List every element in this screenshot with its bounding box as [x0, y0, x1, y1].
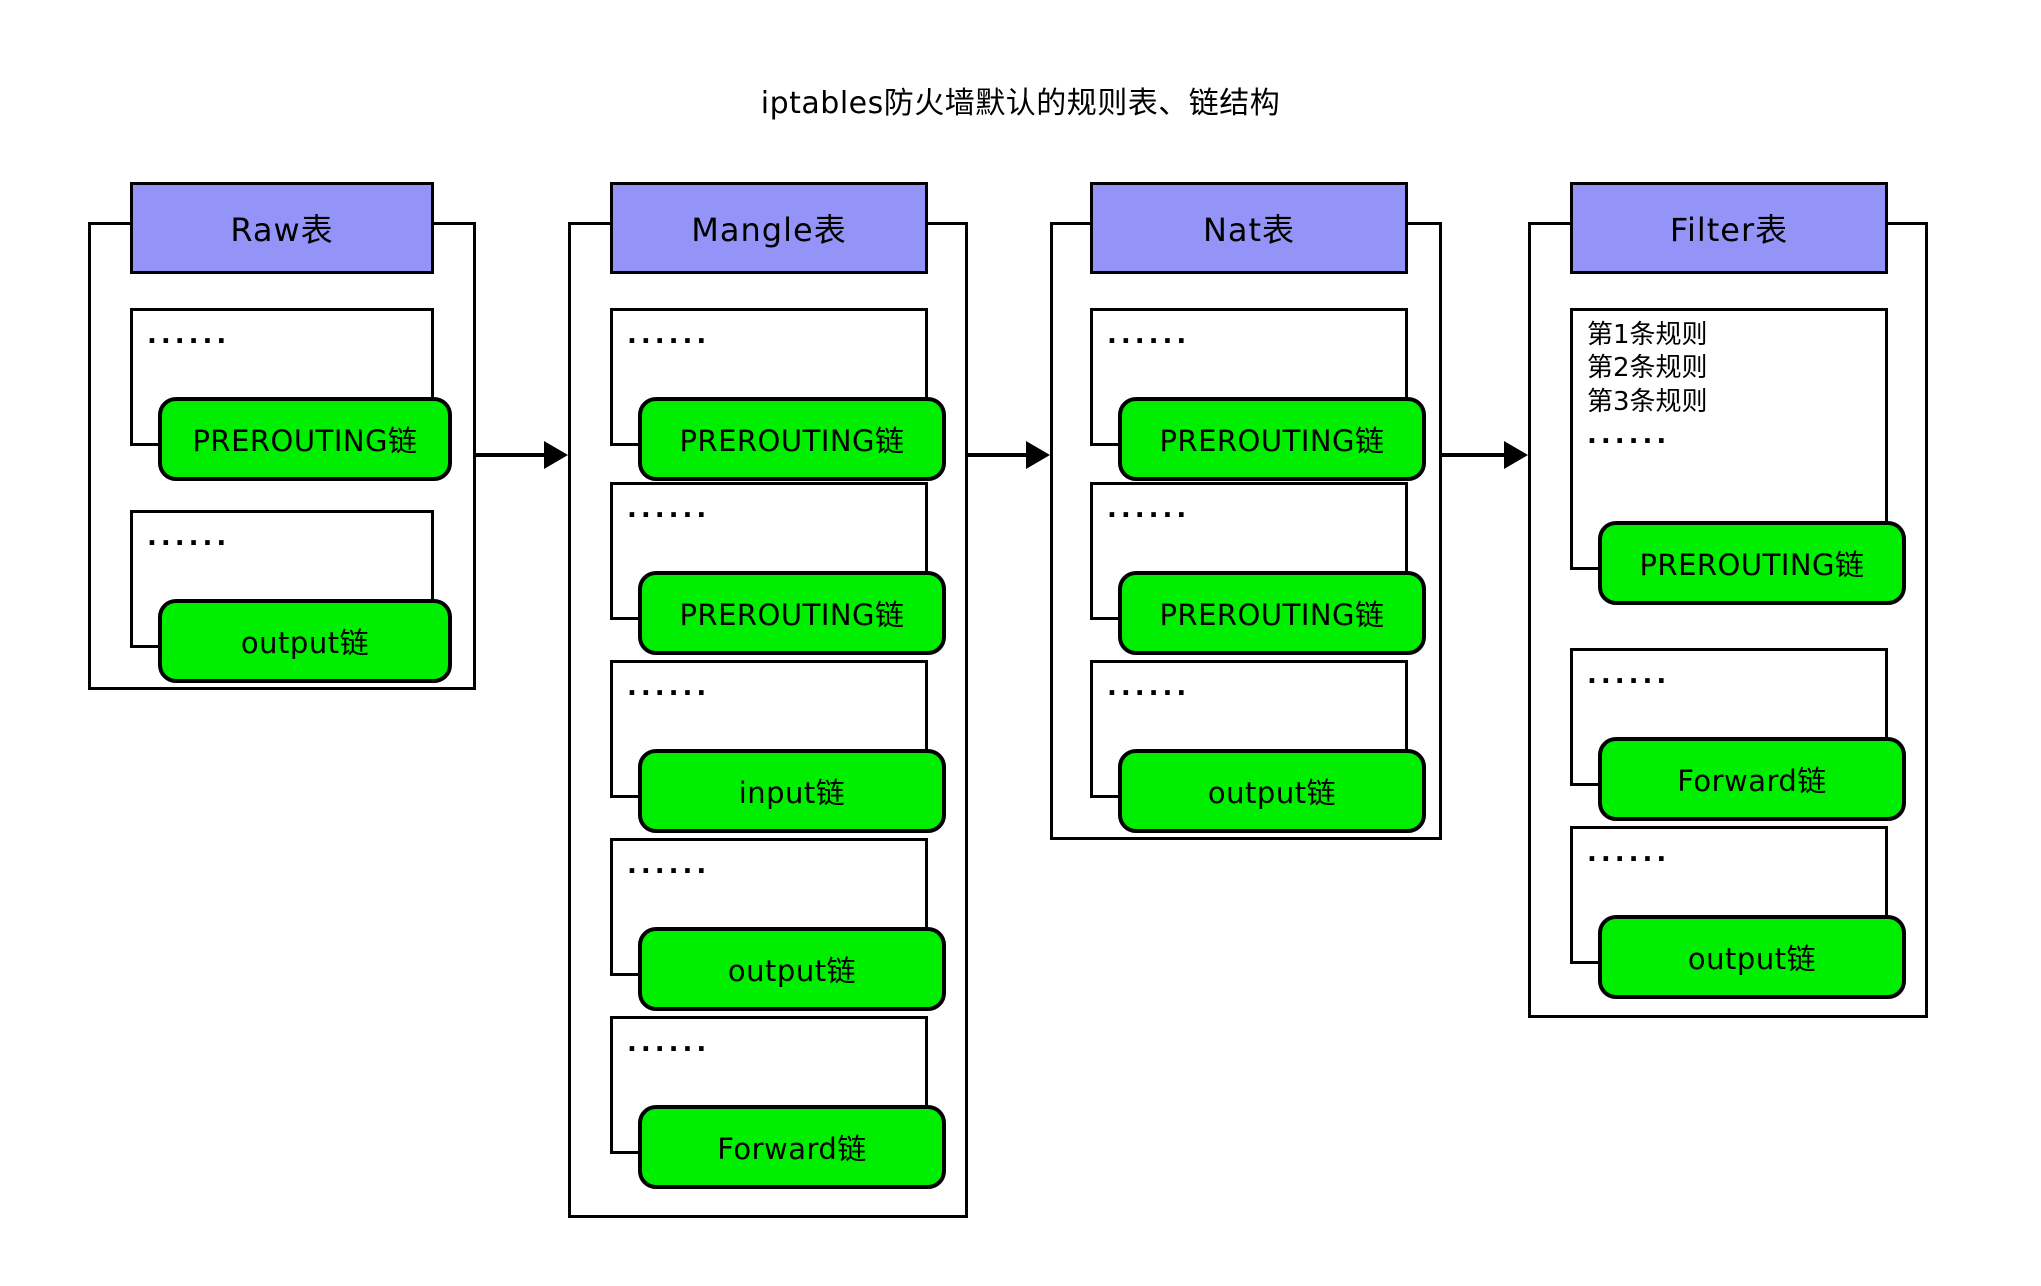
chain-label: output链	[727, 954, 857, 988]
rule-ellipsis: ......	[1587, 419, 1671, 450]
rule-list: ......	[627, 671, 710, 704]
rule-list: ......	[1587, 659, 1670, 692]
chain-label: PREROUTING链	[1159, 424, 1385, 458]
table-header-mangle[interactable]: Mangle表	[610, 182, 928, 274]
rule-ellipsis: ......	[627, 320, 711, 350]
chain-pill[interactable]: output链	[158, 599, 452, 683]
rule-ellipsis: ......	[627, 1028, 711, 1058]
rule-list: ......	[147, 319, 230, 352]
chain-label: PREROUTING链	[679, 598, 905, 632]
chain-pill[interactable]: PREROUTING链	[1118, 397, 1426, 481]
rule-ellipsis: ......	[147, 522, 231, 552]
table-header-label-nat: Nat表	[1202, 211, 1296, 249]
arrow-shaft	[476, 453, 546, 457]
rule-ellipsis: ......	[1587, 838, 1671, 868]
chain-label: PREROUTING链	[192, 424, 418, 458]
flow-arrow-raw-to-mangle	[476, 439, 568, 471]
rule-list: ......	[147, 521, 230, 554]
flow-arrow-mangle-to-nat	[968, 439, 1050, 471]
chain-pill[interactable]: Forward链	[1598, 737, 1906, 821]
arrow-shaft	[968, 453, 1028, 457]
page-title: iptables防火墙默认的规则表、链结构	[760, 86, 1281, 121]
rule-list: 第1条规则第2条规则第3条规则......	[1587, 319, 1708, 452]
arrow-head-icon	[544, 441, 568, 469]
rule-list: ......	[627, 319, 710, 352]
flow-arrow-nat-to-filter	[1442, 439, 1528, 471]
table-header-filter[interactable]: Filter表	[1570, 182, 1888, 274]
rule-ellipsis: ......	[627, 850, 711, 880]
chain-pill[interactable]: Forward链	[638, 1105, 946, 1189]
chain-pill[interactable]: PREROUTING链	[1118, 571, 1426, 655]
chain-pill[interactable]: output链	[638, 927, 946, 1011]
chain-label: PREROUTING链	[679, 424, 905, 458]
chain-label: PREROUTING链	[1159, 598, 1385, 632]
chain-pill[interactable]: output链	[1118, 749, 1426, 833]
rule-ellipsis: ......	[627, 672, 711, 702]
chain-pill[interactable]: PREROUTING链	[158, 397, 452, 481]
chain-label: output链	[1687, 942, 1817, 976]
chain-label: Forward链	[717, 1132, 867, 1166]
table-header-label-mangle: Mangle表	[691, 211, 847, 249]
rule-ellipsis: ......	[1587, 660, 1671, 690]
rule-list: ......	[627, 849, 710, 882]
rule-line: 第3条规则	[1587, 386, 1708, 417]
table-header-label-filter: Filter表	[1669, 211, 1789, 249]
rule-ellipsis: ......	[1107, 320, 1191, 350]
chain-pill[interactable]: input链	[638, 749, 946, 833]
chain-pill[interactable]: PREROUTING链	[638, 397, 946, 481]
chain-label: output链	[240, 626, 370, 660]
arrow-head-icon	[1504, 441, 1528, 469]
rule-list: ......	[627, 1027, 710, 1060]
arrow-shaft	[1442, 453, 1506, 457]
rule-ellipsis: ......	[1107, 672, 1191, 702]
rule-line: 第2条规则	[1587, 353, 1708, 384]
rule-ellipsis: ......	[147, 320, 231, 350]
rule-list: ......	[1107, 671, 1190, 704]
rule-list: ......	[627, 493, 710, 526]
rule-ellipsis: ......	[627, 494, 711, 524]
rule-ellipsis: ......	[1107, 494, 1191, 524]
chain-label: input链	[738, 776, 846, 810]
arrow-head-icon	[1026, 441, 1050, 469]
rule-list: ......	[1107, 493, 1190, 526]
rule-line: 第1条规则	[1587, 320, 1708, 350]
chain-label: output链	[1207, 776, 1337, 810]
chain-label: PREROUTING链	[1639, 548, 1865, 582]
table-header-label-raw: Raw表	[230, 211, 334, 249]
chain-pill[interactable]: output链	[1598, 915, 1906, 999]
chain-label: Forward链	[1677, 764, 1827, 798]
table-header-raw[interactable]: Raw表	[130, 182, 434, 274]
chain-pill[interactable]: PREROUTING链	[638, 571, 946, 655]
table-header-nat[interactable]: Nat表	[1090, 182, 1408, 274]
rule-list: ......	[1107, 319, 1190, 352]
rule-list: ......	[1587, 837, 1670, 870]
chain-pill[interactable]: PREROUTING链	[1598, 521, 1906, 605]
